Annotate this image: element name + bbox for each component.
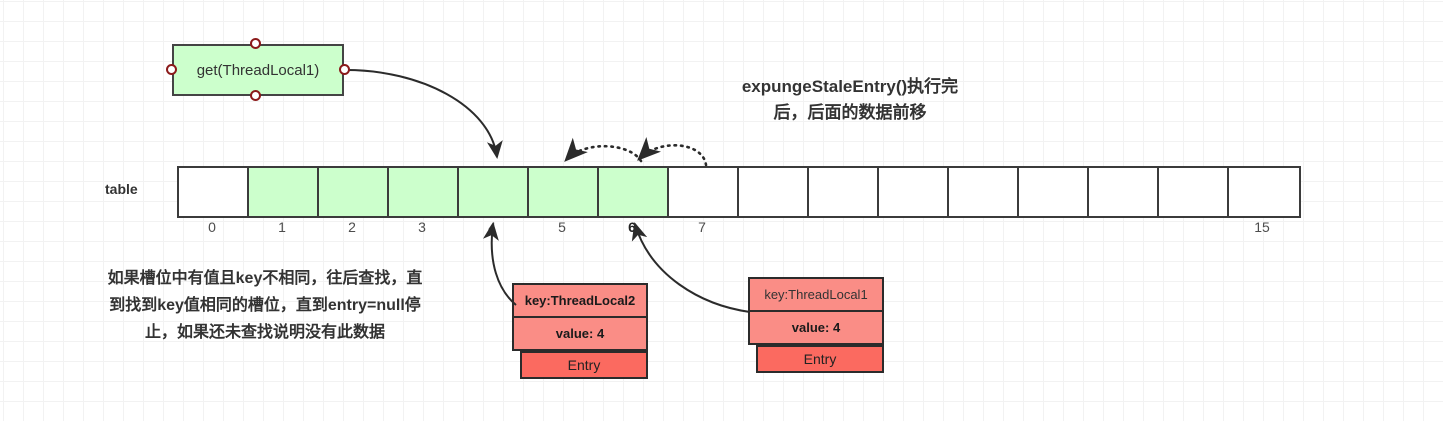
table-index-label: 4: [488, 219, 496, 235]
table-cell[interactable]: [319, 168, 389, 216]
diagram-title: expungeStaleEntry()执行完 后，后面的数据前移: [700, 74, 1000, 126]
arrow-shift-slot6-to-slot5: [564, 137, 643, 163]
lookup-annotation: 如果槽位中有值且key不相同，往后查找，直 到找到key值相同的槽位，直到ent…: [45, 265, 485, 346]
table-cell[interactable]: [179, 168, 249, 216]
table-row: [177, 166, 1301, 218]
entry-box-threadlocal1[interactable]: Entry key:ThreadLocal1 value: 4: [748, 277, 884, 373]
table-cell[interactable]: [879, 168, 949, 216]
diagram-title-line-1: expungeStaleEntry()执行完: [741, 77, 959, 96]
table-label: table: [105, 181, 138, 197]
entry-footer-label: Entry: [756, 345, 884, 373]
table-cell[interactable]: [389, 168, 459, 216]
entry-value-field: value: 4: [748, 311, 884, 345]
table-cell[interactable]: [459, 168, 529, 216]
table-cell[interactable]: [1089, 168, 1159, 216]
connection-handle-top-icon[interactable]: [250, 38, 261, 49]
table-cell[interactable]: [1019, 168, 1089, 216]
get-threadlocal-node[interactable]: get(ThreadLocal1): [172, 44, 344, 96]
table-cell[interactable]: [809, 168, 879, 216]
arrow-shift-slot7-to-slot6: [637, 136, 708, 167]
table-cell[interactable]: [739, 168, 809, 216]
diagram-title-line-2: 后，后面的数据前移: [773, 103, 927, 122]
entry-key-field: key:ThreadLocal1: [748, 277, 884, 311]
table-cell[interactable]: [529, 168, 599, 216]
table-index-label: 5: [558, 219, 566, 235]
table-index-label: 3: [418, 219, 426, 235]
get-node-label: get(ThreadLocal1): [196, 61, 320, 79]
table-cell[interactable]: [1159, 168, 1229, 216]
arrow-get-to-slot4: [345, 69, 503, 159]
table-index-label: 7: [698, 219, 706, 235]
connection-handle-bottom-icon[interactable]: [250, 90, 261, 101]
lookup-annotation-line-3: 止，如果还未查找说明没有此数据: [144, 324, 385, 341]
table-index-label: 0: [208, 219, 216, 235]
lookup-annotation-line-1: 如果槽位中有值且key不相同，往后查找，直: [107, 270, 423, 287]
connection-handle-right-icon[interactable]: [339, 64, 350, 75]
lookup-annotation-line-2: 到找到key值相同的槽位，直到entry=null停: [109, 297, 421, 314]
table-cell[interactable]: [599, 168, 669, 216]
table-cell[interactable]: [1229, 168, 1299, 216]
table-index-label: 1: [278, 219, 286, 235]
arrow-entry1-to-slot6: [631, 222, 751, 313]
table-cell[interactable]: [949, 168, 1019, 216]
entry-value-field: value: 4: [512, 317, 648, 351]
table-index-label: 15: [1254, 219, 1270, 235]
table-index-label: 2: [348, 219, 356, 235]
table-index-label: 6: [628, 219, 636, 235]
table-cell[interactable]: [669, 168, 739, 216]
table-cell[interactable]: [249, 168, 319, 216]
entry-box-threadlocal2[interactable]: Entry key:ThreadLocal2 value: 4: [512, 283, 648, 379]
connection-handle-left-icon[interactable]: [166, 64, 177, 75]
entry-key-field: key:ThreadLocal2: [512, 283, 648, 317]
entry-footer-label: Entry: [520, 351, 648, 379]
